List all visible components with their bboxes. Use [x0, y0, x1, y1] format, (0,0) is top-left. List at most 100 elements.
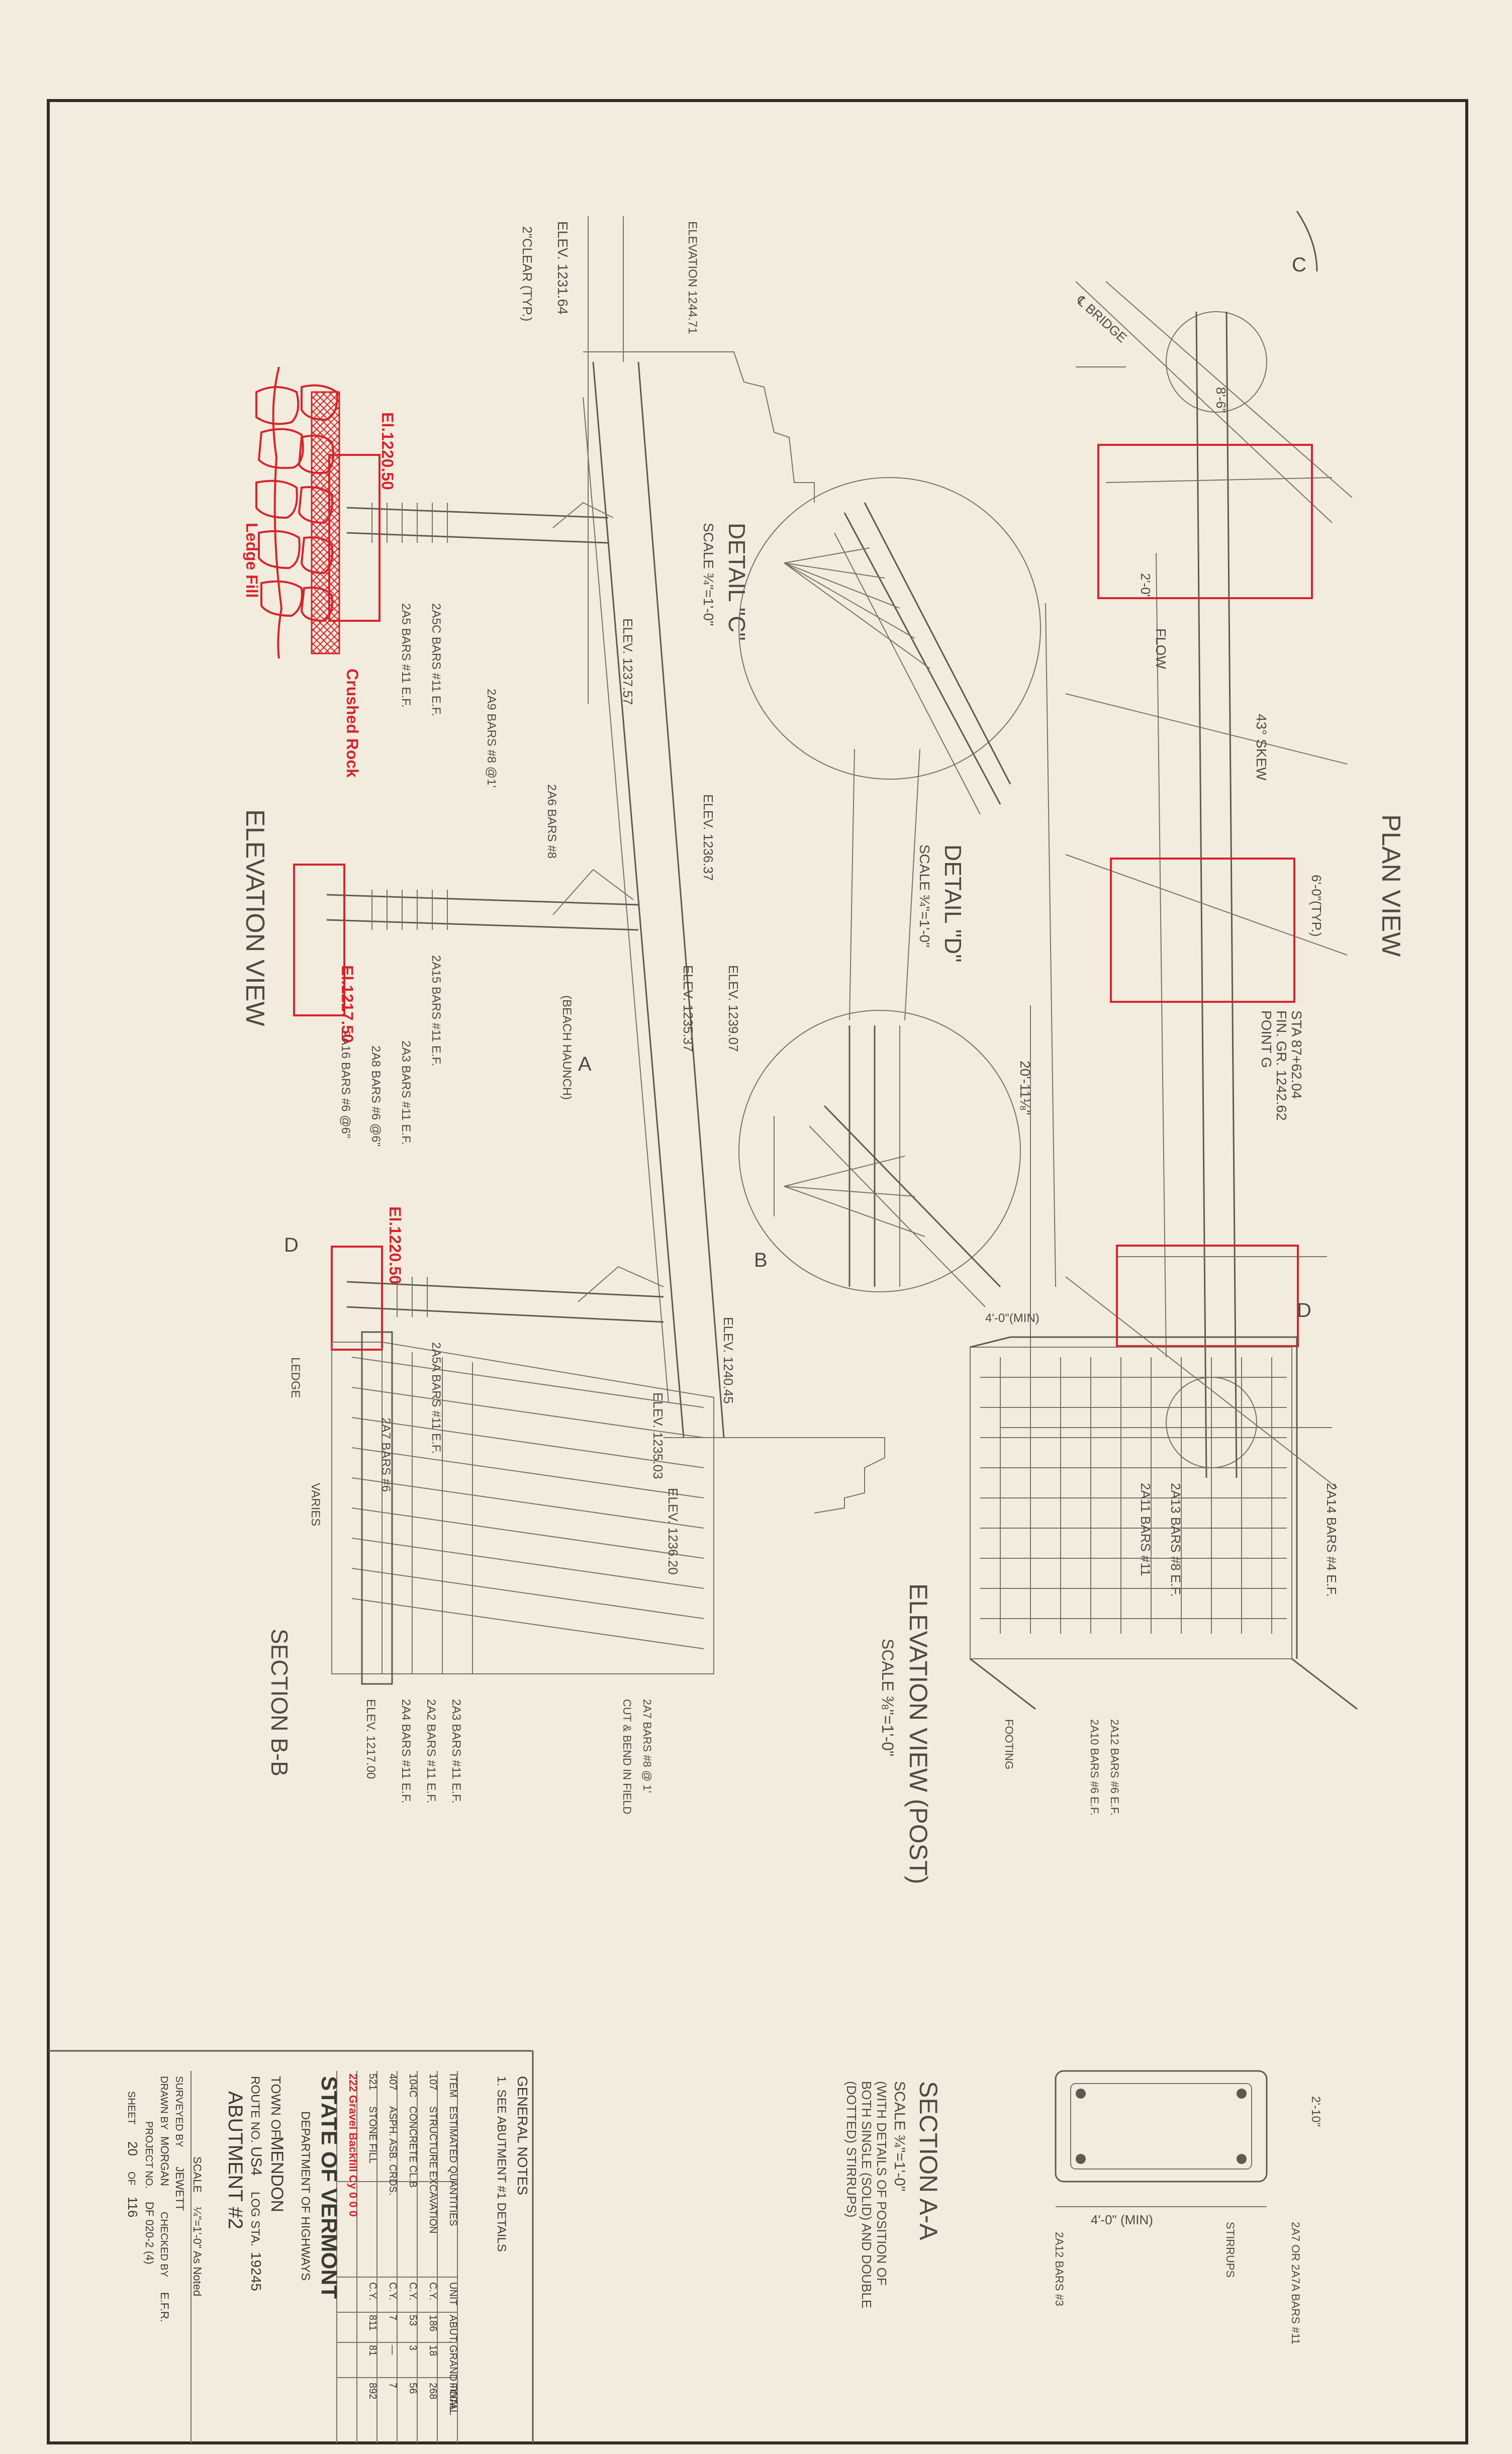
qty-row3-abut: 7: [387, 2315, 398, 2320]
detail-c: [738, 477, 1041, 815]
post-bars3-label: 2A10 BARS #6 E.F.: [1088, 1719, 1101, 1816]
qty-row1-final: 268: [427, 2383, 438, 2399]
elev-1244-label: ELEVATION 1244.71: [686, 221, 699, 334]
elev-1235-label: ELEV. 1235.37: [681, 965, 696, 1052]
tb-town-label: TOWN OF: [268, 2076, 284, 2137]
qty-header-desc: ESTIMATED QUANTITIES: [447, 2106, 458, 2226]
tb-agency: STATE OF VERMONT: [317, 2076, 341, 2299]
qty-row3-total: —: [387, 2345, 398, 2355]
elevation-post-scale: SCALE ⅜"=1'-0": [879, 1639, 897, 1756]
tb-sheet-label: SHEET: [126, 2091, 137, 2125]
elev-bars-a: 2A5C BARS #11 E.F.: [429, 603, 443, 716]
tb-scale-label: SCALE: [191, 2156, 204, 2193]
elevation-post: [970, 1336, 1358, 1710]
qty-row1-total: 18: [427, 2345, 438, 2356]
tb-drawn-label: DRAWN BY: [158, 2076, 169, 2130]
redline-ledge-fill: Ledge Fill: [243, 523, 261, 598]
section-cut-label: CUT & BEND IN FIELD: [621, 1699, 633, 1814]
detail-d-scale: SCALE ¾"=1'-0": [917, 844, 932, 948]
qty-row4-total: 81: [367, 2345, 378, 2356]
tb-surveyed-label: SURVEYED BY: [173, 2076, 184, 2147]
elev-mark-b: B: [754, 1249, 768, 1271]
plan-dim3-label: 2'-0": [1138, 573, 1153, 599]
tb-sheet: 20: [125, 2141, 140, 2156]
tb-checked-label: CHECKED BY: [158, 2212, 169, 2277]
redline-crushed-rock: Crushed Rock: [343, 669, 361, 778]
qty-header-total: GRAND TOTAL: [447, 2345, 458, 2415]
qty-row4-final: 892: [367, 2383, 378, 2399]
qty-row3-desc: ASPH. ASB. CRDS.: [387, 2106, 398, 2196]
qty-row3-unit: C.Y.: [387, 2282, 398, 2300]
tb-project-label: PROJECT NO.: [143, 2121, 154, 2189]
elev-1235b-label: ELEV. 1235.03: [650, 1392, 666, 1479]
qty-row4-abut: 811: [367, 2315, 378, 2331]
elev-bars-g: 2A16 BARS #6 @6": [339, 1030, 352, 1138]
elev-top-label: ELEV. 1231.64: [555, 221, 571, 315]
elev-bars-j: 2A7 BARS #6: [379, 1418, 393, 1492]
elev-bars-c: 2A9 BARS #8 @1': [485, 689, 498, 788]
tb-log-sta: 19245: [248, 2252, 264, 2291]
qty-redline-gravel: 222 Gravel Backfill Cy 0 0 0: [347, 2073, 359, 2217]
redline-el3: El.1220.50: [386, 1206, 404, 1284]
section-aa-note-2: BOTH SINGLE (SOLID) AND DOUBLE: [859, 2081, 874, 2308]
plan-bars3-label: 2A11 BARS #11: [1138, 1483, 1153, 1576]
plan-bridge-label: ℄ BRIDGE: [1073, 292, 1130, 345]
plan-fingr-label: FIN. GR. 1242.62: [1274, 1010, 1289, 1120]
tb-log-label: LOG STA.: [248, 2192, 262, 2246]
qty-row1-desc: STRUCTURE EXCAVATION: [427, 2106, 438, 2233]
section-bars3-label: 2A4 BARS #11 E.F.: [399, 1699, 413, 1804]
qty-row1-item: 107: [427, 2073, 438, 2090]
qty-row2-total: 3: [407, 2345, 418, 2350]
elev-bars-i: 2A5A BARS #11 E.F.: [429, 1342, 443, 1454]
tb-route: US4: [248, 2146, 264, 2176]
section-ledge-label: LEDGE: [289, 1357, 302, 1398]
elevation-post-title: ELEVATION VIEW (POST): [904, 1583, 932, 1884]
tb-structure: ABUTMENT #2: [224, 2091, 246, 2229]
qty-row3-final: 7: [387, 2383, 398, 2388]
elev-bars-e: 2A15 BARS #11 E.F.: [429, 955, 443, 1066]
redline-el2: El.1217.50: [338, 965, 356, 1043]
plan-flow-label: FLOW: [1153, 628, 1169, 669]
detail-d: [738, 1010, 1021, 1307]
qty-row4-desc: STONE FILL: [367, 2106, 378, 2163]
post-bars2-label: 2A12 BARS #6 E.F.: [1108, 1719, 1121, 1816]
plan-point-label: POINT G: [1259, 1010, 1274, 1068]
elev-haunch-label: (BEACH HAUNCH): [560, 995, 574, 1100]
tb-surveyed-by: JEWETT: [173, 2166, 186, 2211]
post-stirrups-label: STIRRUPS: [1224, 2222, 1237, 2278]
redline-el1: El.1220.50: [379, 412, 397, 490]
plan-view: [1000, 211, 1353, 1488]
section-varies-label: VARIES: [309, 1483, 322, 1526]
elev-bars-f: 2A3 BARS #11 E.F.: [399, 1041, 413, 1145]
elev-1236b-label: ELEV. 1236.20: [666, 1488, 681, 1575]
plan-view-title: PLAN VIEW: [1376, 814, 1405, 957]
section-aa-title: SECTION A-A: [914, 2081, 942, 2240]
general-notes-heading: GENERAL NOTES: [515, 2076, 530, 2195]
plan-dim2-label: 8'-6": [1213, 387, 1228, 413]
qty-row2-unit: C.Y.: [407, 2282, 418, 2300]
section-bb-title: SECTION B-B: [266, 1629, 293, 1776]
section-bars4-label: 2A7 BARS #8 @ 1': [641, 1699, 653, 1793]
section-bb: [331, 1331, 714, 1685]
qty-row2-final: 56: [407, 2383, 418, 2394]
detail-d-title: DETAIL "D": [940, 844, 966, 963]
tb-scale: ¼"=1'-0" As Noted: [191, 2207, 204, 2296]
tb-checked-by: E.F.R.: [158, 2292, 171, 2322]
section-aa-note-3: (DOTTED) STIRRUPS): [844, 2081, 859, 2218]
tb-department: DEPARTMENT OF HIGHWAYS: [299, 2111, 312, 2281]
elev-1240-label: ELEV. 1240.45: [721, 1317, 736, 1404]
qty-row4-unit: C.Y.: [367, 2282, 378, 2300]
post-dim-label: 2'-10": [1309, 2096, 1322, 2127]
detail-c-scale: SCALE ¾"=1'-0": [701, 523, 716, 626]
tb-of-label: OF: [126, 2172, 137, 2186]
plan-bars2-label: 2A13 BARS #8 E.F.: [1168, 1483, 1183, 1597]
qty-header-abut: ABUT.: [447, 2315, 458, 2343]
post-bars10-label: 2A12 BARS #3: [1053, 2232, 1066, 2306]
post-min-label: 4'-0" (MIN): [1091, 2212, 1153, 2227]
qty-row2-item: 104C: [407, 2073, 418, 2098]
section-aa-note-1: (WITH DETAILS OF POSITION OF: [874, 2081, 889, 2286]
plan-sta-label: STA 87+62.04: [1289, 1010, 1304, 1099]
qty-header-unit: UNIT: [447, 2282, 458, 2306]
qty-header-final: FINAL: [447, 2383, 458, 2411]
section-aa-scale: SCALE ¾"=1'-0": [891, 2081, 908, 2192]
